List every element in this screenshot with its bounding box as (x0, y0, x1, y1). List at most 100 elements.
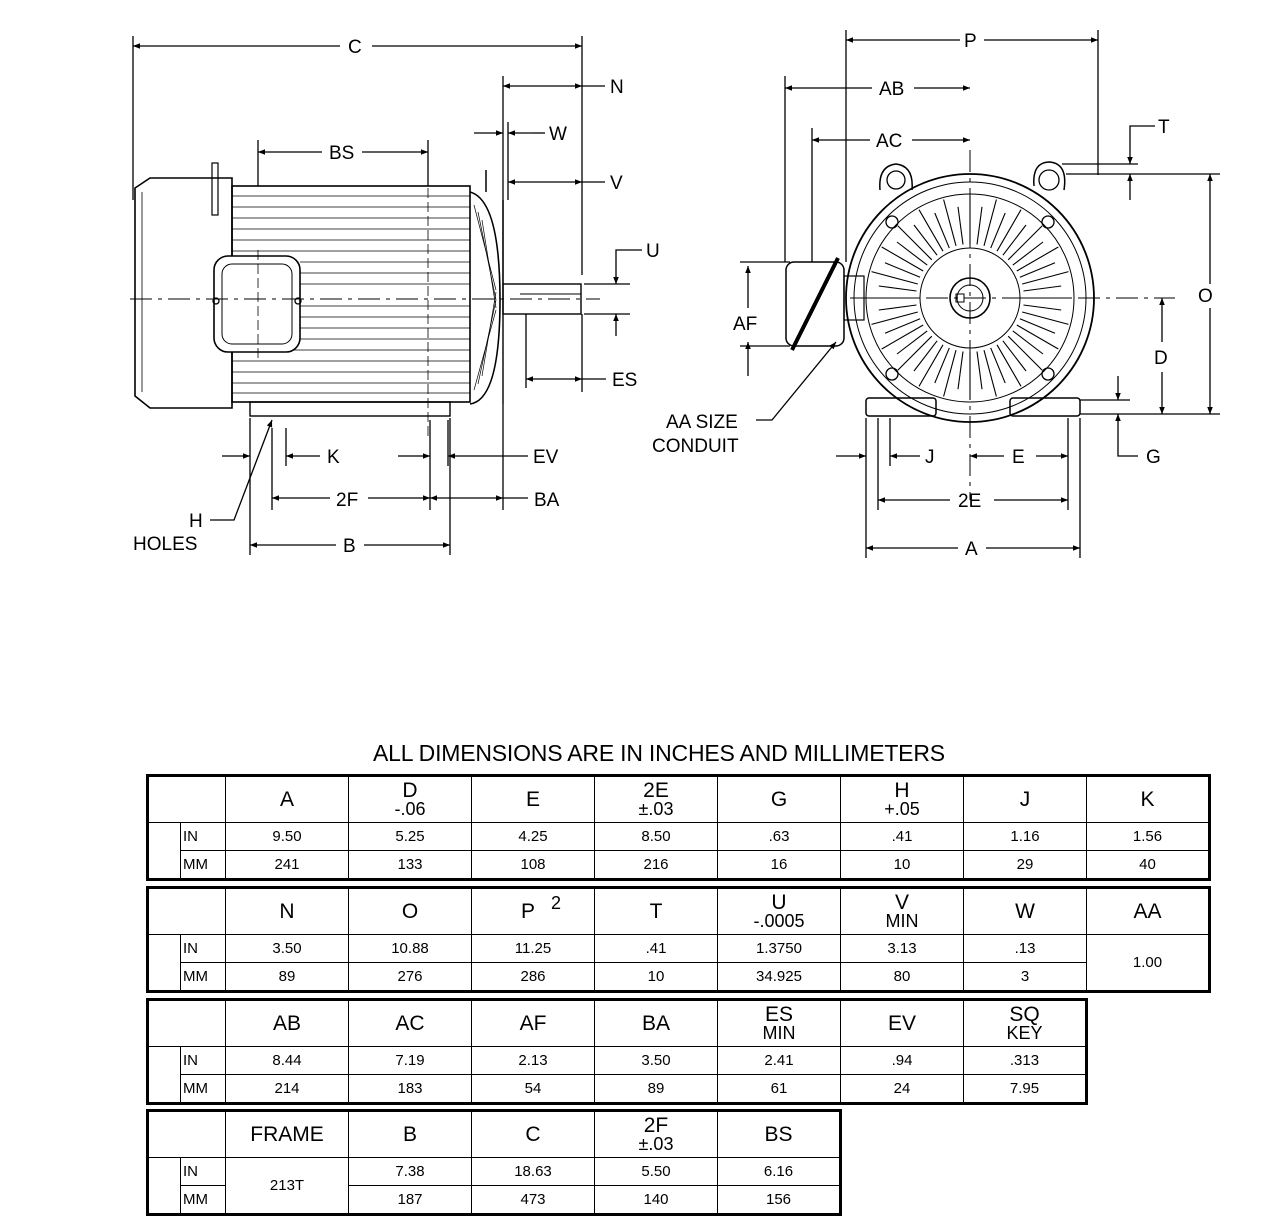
unit-label-mm: MM (180, 1185, 226, 1215)
value-cell: 9.50 (225, 822, 349, 851)
value-cell: .94 (840, 1046, 964, 1075)
cooling-fin (957, 206, 964, 245)
cooling-fin (884, 262, 921, 278)
value-cell: 1.3750 (717, 934, 841, 963)
cooling-fin (1002, 224, 1027, 256)
end-cap (134, 177, 233, 409)
value-cell: 11.25 (471, 934, 595, 963)
inches-row: IN 213T 7.38 18.63 5.50 6.16 (147, 1157, 841, 1215)
unit-label-mm: MM (180, 850, 226, 880)
header-cell: N (225, 887, 349, 935)
cooling-fin (1023, 285, 1062, 292)
header-cell: 2E±.03 (594, 775, 718, 823)
cooling-fin (897, 335, 933, 371)
header-cell: J (963, 775, 1087, 823)
cooling-fin (897, 225, 933, 261)
label-BS: BS (329, 143, 354, 164)
cooling-fin (896, 241, 928, 266)
value-cell: 61 (717, 1074, 841, 1104)
cooling-fin (878, 304, 917, 311)
unit-label-mm: MM (180, 962, 226, 992)
unit-label-in: IN (180, 822, 226, 851)
value-cell: .41 (594, 934, 718, 963)
leader-AA (756, 341, 837, 421)
label-J: J (925, 447, 935, 468)
header-cell: AA (1086, 887, 1210, 935)
cooling-fin (990, 347, 1006, 384)
header-cell: O (348, 887, 472, 935)
cooling-fin (990, 212, 1006, 249)
cooling-fin (884, 318, 921, 334)
value-cell: 24 (840, 1074, 964, 1104)
header-cell: BS (717, 1110, 841, 1158)
value-cell: 276 (348, 962, 472, 992)
header-cell: H+.05 (840, 775, 964, 823)
dim-U (613, 249, 642, 284)
cooling-fin (1012, 330, 1044, 355)
corner-cell (147, 999, 226, 1047)
front-view (740, 30, 1220, 558)
label-V: V (610, 173, 623, 194)
cooling-fin (976, 206, 983, 245)
cooling-fin (1007, 335, 1043, 371)
dimensions-caption: ALL DIMENSIONS ARE IN INCHES AND MILLIME… (373, 740, 945, 766)
header-cell: EV (840, 999, 964, 1047)
header-cell: A (225, 775, 349, 823)
value-cell: 8.44 (225, 1046, 349, 1075)
cooling-fin (1016, 324, 1059, 350)
header-cell: BA (594, 999, 718, 1047)
header-cell: K (1086, 775, 1210, 823)
cooling-fin (913, 224, 938, 256)
value-cell: 286 (471, 962, 595, 992)
unit-label-in: IN (180, 934, 226, 963)
value-cell: 156 (717, 1185, 841, 1215)
value-cell: 7.95 (963, 1074, 1087, 1104)
header-cell: T (594, 887, 718, 935)
label-W: W (549, 124, 567, 145)
label-AF: AF (733, 314, 757, 335)
cooling-fin (976, 351, 983, 390)
label-H: H (189, 511, 203, 532)
value-cell: 34.925 (717, 962, 841, 992)
header-cell: C (471, 1110, 595, 1158)
value-cell-frame: 213T (225, 1157, 349, 1215)
cooling-fin (983, 350, 997, 397)
cooling-fin (881, 246, 924, 272)
value-cell: .313 (963, 1046, 1087, 1075)
label-ES: ES (612, 370, 637, 391)
value-cell: .63 (717, 822, 841, 851)
value-cell: 473 (471, 1185, 595, 1215)
cooling-fin (943, 350, 957, 397)
cooling-fin (996, 209, 1022, 252)
label-U: U (646, 241, 660, 262)
label-K: K (327, 447, 340, 468)
label-EV: EV (533, 447, 559, 468)
fan-end (469, 191, 501, 405)
value-cell: 183 (348, 1074, 472, 1104)
value-cell: 187 (348, 1185, 472, 1215)
unit-label-in: IN (180, 1046, 226, 1075)
value-cell: 3 (963, 962, 1087, 992)
note-marker: 2 (551, 892, 562, 913)
label-aa-size: AA SIZE (666, 412, 738, 433)
label-E: E (1012, 447, 1025, 468)
front-foot-left (865, 397, 937, 417)
label-T: T (1158, 117, 1170, 138)
label-BA: BA (534, 490, 560, 511)
cooling-fin (1016, 246, 1059, 272)
value-cell: 10.88 (348, 934, 472, 963)
unit-label-mm: MM (180, 1074, 226, 1104)
value-cell: 133 (348, 850, 472, 880)
label-holes: HOLES (133, 534, 197, 555)
dimension-table-1: A D-.06 E 2E±.03 G H+.05 J K IN 9.50 5.2… (146, 774, 1211, 881)
value-cell: .41 (840, 822, 964, 851)
inches-row: IN 8.44 7.19 2.13 3.50 2.41 .94 .313 (147, 1046, 1087, 1104)
value-cell: 3.13 (840, 934, 964, 963)
label-N: N (610, 77, 624, 98)
value-cell: 89 (594, 1074, 718, 1104)
cooling-fin (934, 347, 950, 384)
